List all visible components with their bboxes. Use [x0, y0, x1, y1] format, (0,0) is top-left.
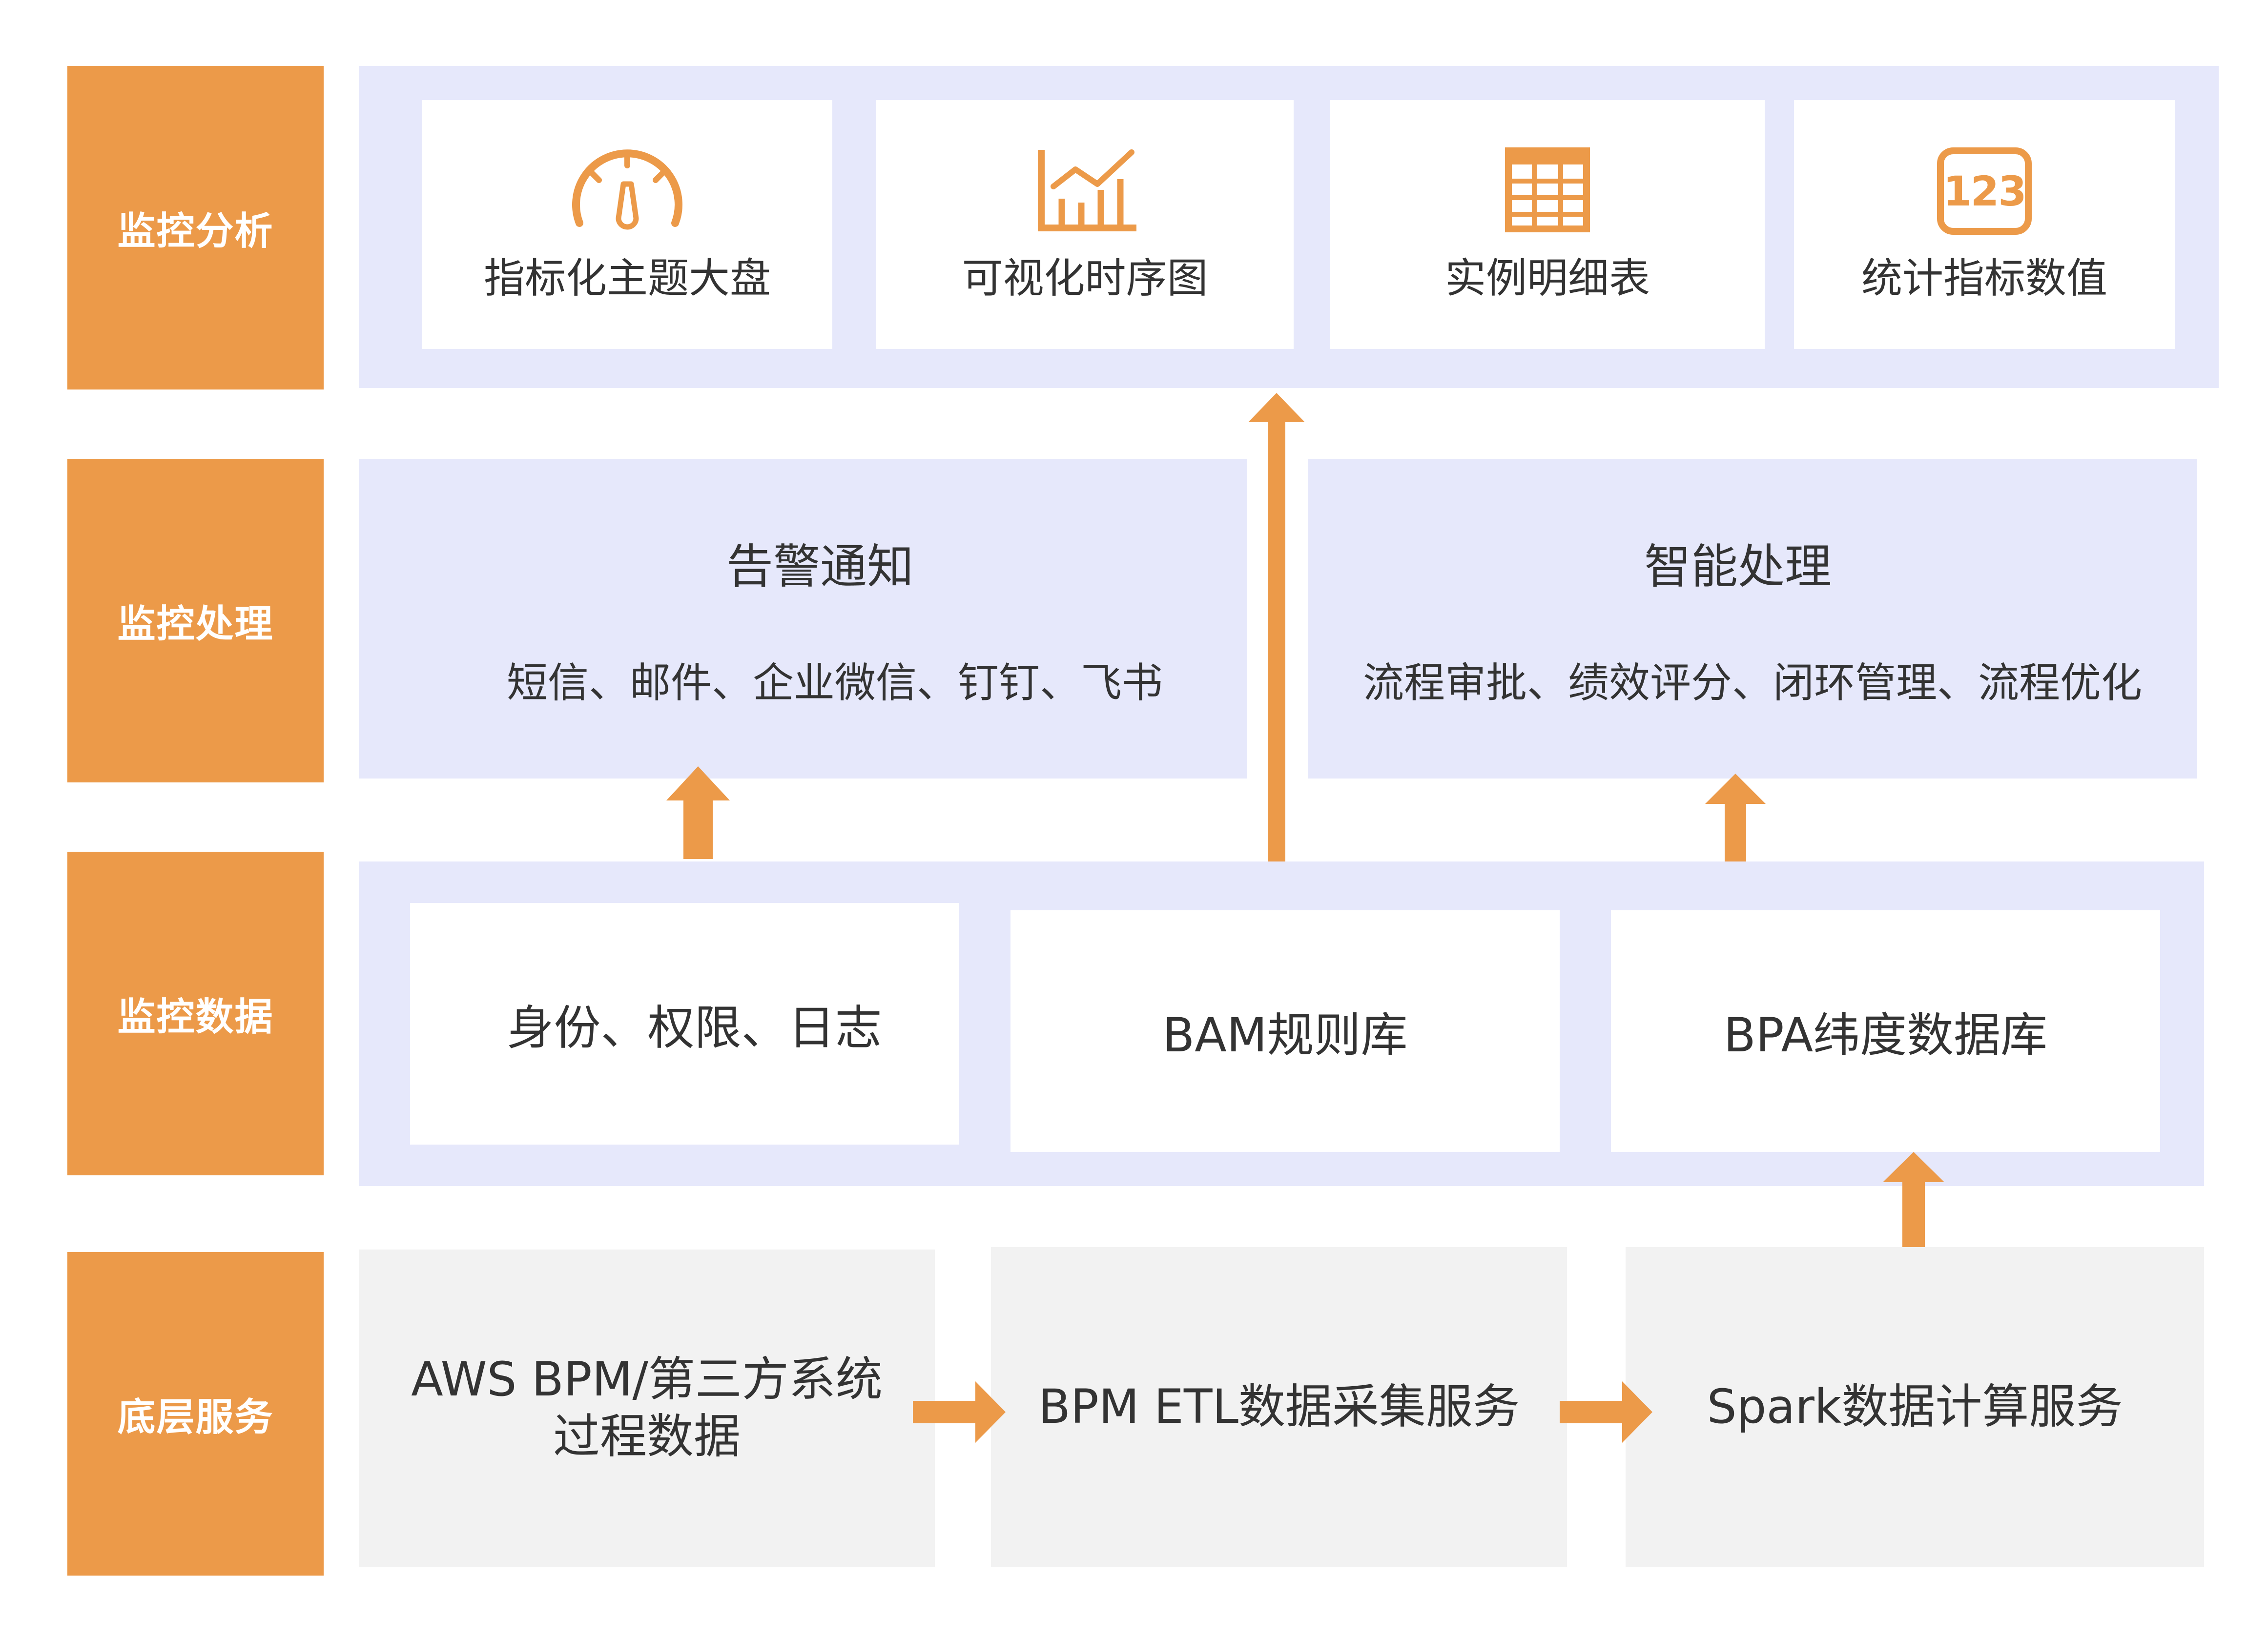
- service-card-label: Spark数据计算服务: [1707, 1379, 2123, 1434]
- analysis-card-label: 统计指标数值: [1861, 254, 2107, 302]
- layer-label-analysis: 监控分析: [67, 66, 324, 390]
- alert-notification-channels: 短信、邮件、企业微信、钉钉、飞书: [506, 658, 1163, 707]
- analysis-card-statistics[interactable]: 123 统计指标数值: [1794, 100, 2175, 349]
- service-card-line2: 过程数据: [553, 1409, 741, 1464]
- smart-processing-panel[interactable]: 智能处理 流程审批、绩效评分、闭环管理、流程优化: [1308, 459, 2197, 779]
- data-card-bam-rules[interactable]: BAM规则库: [1010, 910, 1560, 1152]
- data-card-label: BAM规则库: [1162, 1008, 1408, 1063]
- gauge-icon: [569, 145, 686, 238]
- layer-label-data: 监控数据: [67, 852, 324, 1175]
- analysis-card-label: 指标化主题大盘: [483, 254, 771, 302]
- arrow-right-to-spark: [1560, 1381, 1652, 1443]
- analysis-card-label: 实例明细表: [1444, 254, 1650, 302]
- data-card-label: BPA纬度数据库: [1723, 1008, 2048, 1063]
- layer-label-service: 底层服务: [67, 1252, 324, 1576]
- analysis-card-instance-table[interactable]: 实例明细表: [1330, 100, 1765, 349]
- arrow-right-to-etl: [913, 1381, 1006, 1443]
- layer-label-processing: 监控处理: [67, 459, 324, 782]
- analysis-card-timeseries[interactable]: 可视化时序图: [876, 100, 1294, 349]
- service-card-etl[interactable]: BPM ETL数据采集服务: [991, 1247, 1567, 1567]
- data-card-bpa-database[interactable]: BPA纬度数据库: [1611, 910, 2160, 1152]
- service-card-spark[interactable]: Spark数据计算服务: [1626, 1247, 2204, 1567]
- service-card-label: BPM ETL数据采集服务: [1038, 1379, 1520, 1434]
- service-card-line1: AWS BPM/第三方系统: [411, 1352, 883, 1407]
- analysis-card-dashboard[interactable]: 指标化主题大盘: [422, 100, 832, 349]
- arrow-up-to-analysis: [1248, 393, 1305, 861]
- data-card-label: 身份、权限、日志: [507, 1001, 882, 1055]
- alert-notification-title: 告警通知: [726, 539, 914, 594]
- number-123-icon-text: 123: [1943, 167, 2026, 215]
- number-123-icon: 123: [1926, 145, 2043, 238]
- data-card-identity[interactable]: 身份、权限、日志: [410, 903, 959, 1145]
- line-bar-chart-icon: [1027, 145, 1144, 238]
- arrow-up-to-bpa: [1883, 1152, 1944, 1247]
- table-grid-icon: [1489, 145, 1606, 238]
- smart-processing-title: 智能处理: [1644, 539, 1832, 594]
- alert-notification-panel[interactable]: 告警通知 短信、邮件、企业微信、钉钉、飞书: [359, 459, 1247, 779]
- analysis-card-label: 可视化时序图: [962, 254, 1208, 302]
- arrow-up-to-smart: [1705, 774, 1766, 861]
- smart-processing-items: 流程审批、绩效评分、闭环管理、流程优化: [1362, 658, 2142, 707]
- arrow-up-to-alert: [666, 766, 730, 859]
- service-card-source-data[interactable]: AWS BPM/第三方系统 过程数据: [359, 1250, 935, 1567]
